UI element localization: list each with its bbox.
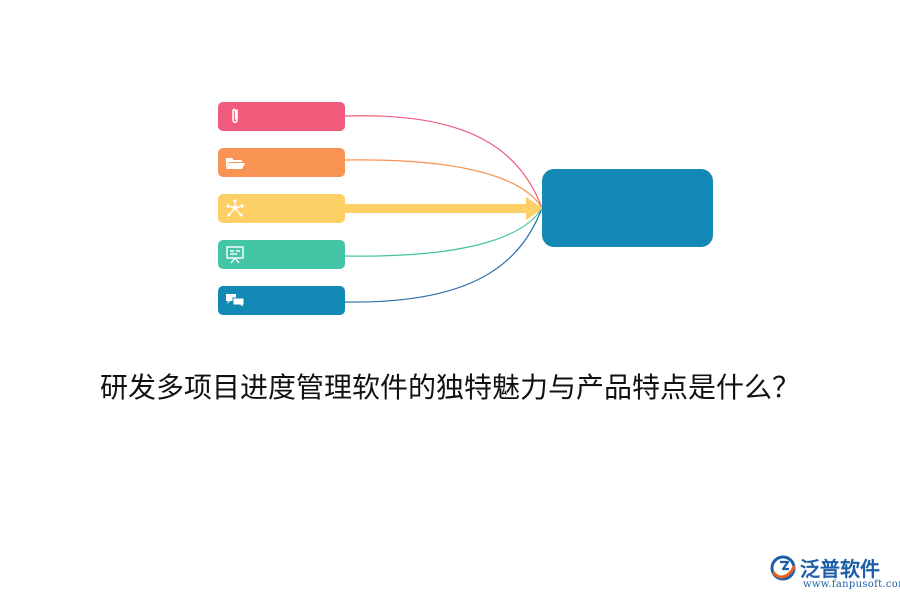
node-folder — [218, 148, 345, 177]
connector-line-1 — [344, 115, 543, 209]
connector-arrow-shaft — [340, 204, 528, 213]
node-network — [218, 194, 345, 223]
connector-line-2 — [344, 159, 543, 209]
page-title: 研发多项目进度管理软件的独特魅力与产品特点是什么？ — [99, 371, 800, 404]
node-paperclip — [218, 102, 345, 131]
watermark-logo: 泛普软件 www.fanpusoft.com — [768, 551, 900, 596]
node-presentation — [218, 240, 345, 269]
connector-line-4 — [344, 207, 543, 257]
chat-bubbles-icon — [226, 294, 245, 310]
logo-url: www.fanpusoft.com — [803, 579, 900, 590]
presentation-icon — [226, 246, 244, 264]
paperclip-icon — [232, 108, 238, 123]
folder-open-icon — [226, 158, 245, 169]
logo-name: 泛普软件 — [800, 557, 880, 581]
connector-lines — [340, 115, 543, 303]
target-node — [542, 169, 713, 247]
network-icon — [226, 199, 244, 217]
node-chat — [218, 286, 345, 315]
mind-map-diagram — [218, 102, 713, 315]
logo-mark-icon — [770, 555, 796, 581]
connector-arrow-head — [526, 197, 543, 220]
connector-line-5 — [344, 207, 543, 303]
